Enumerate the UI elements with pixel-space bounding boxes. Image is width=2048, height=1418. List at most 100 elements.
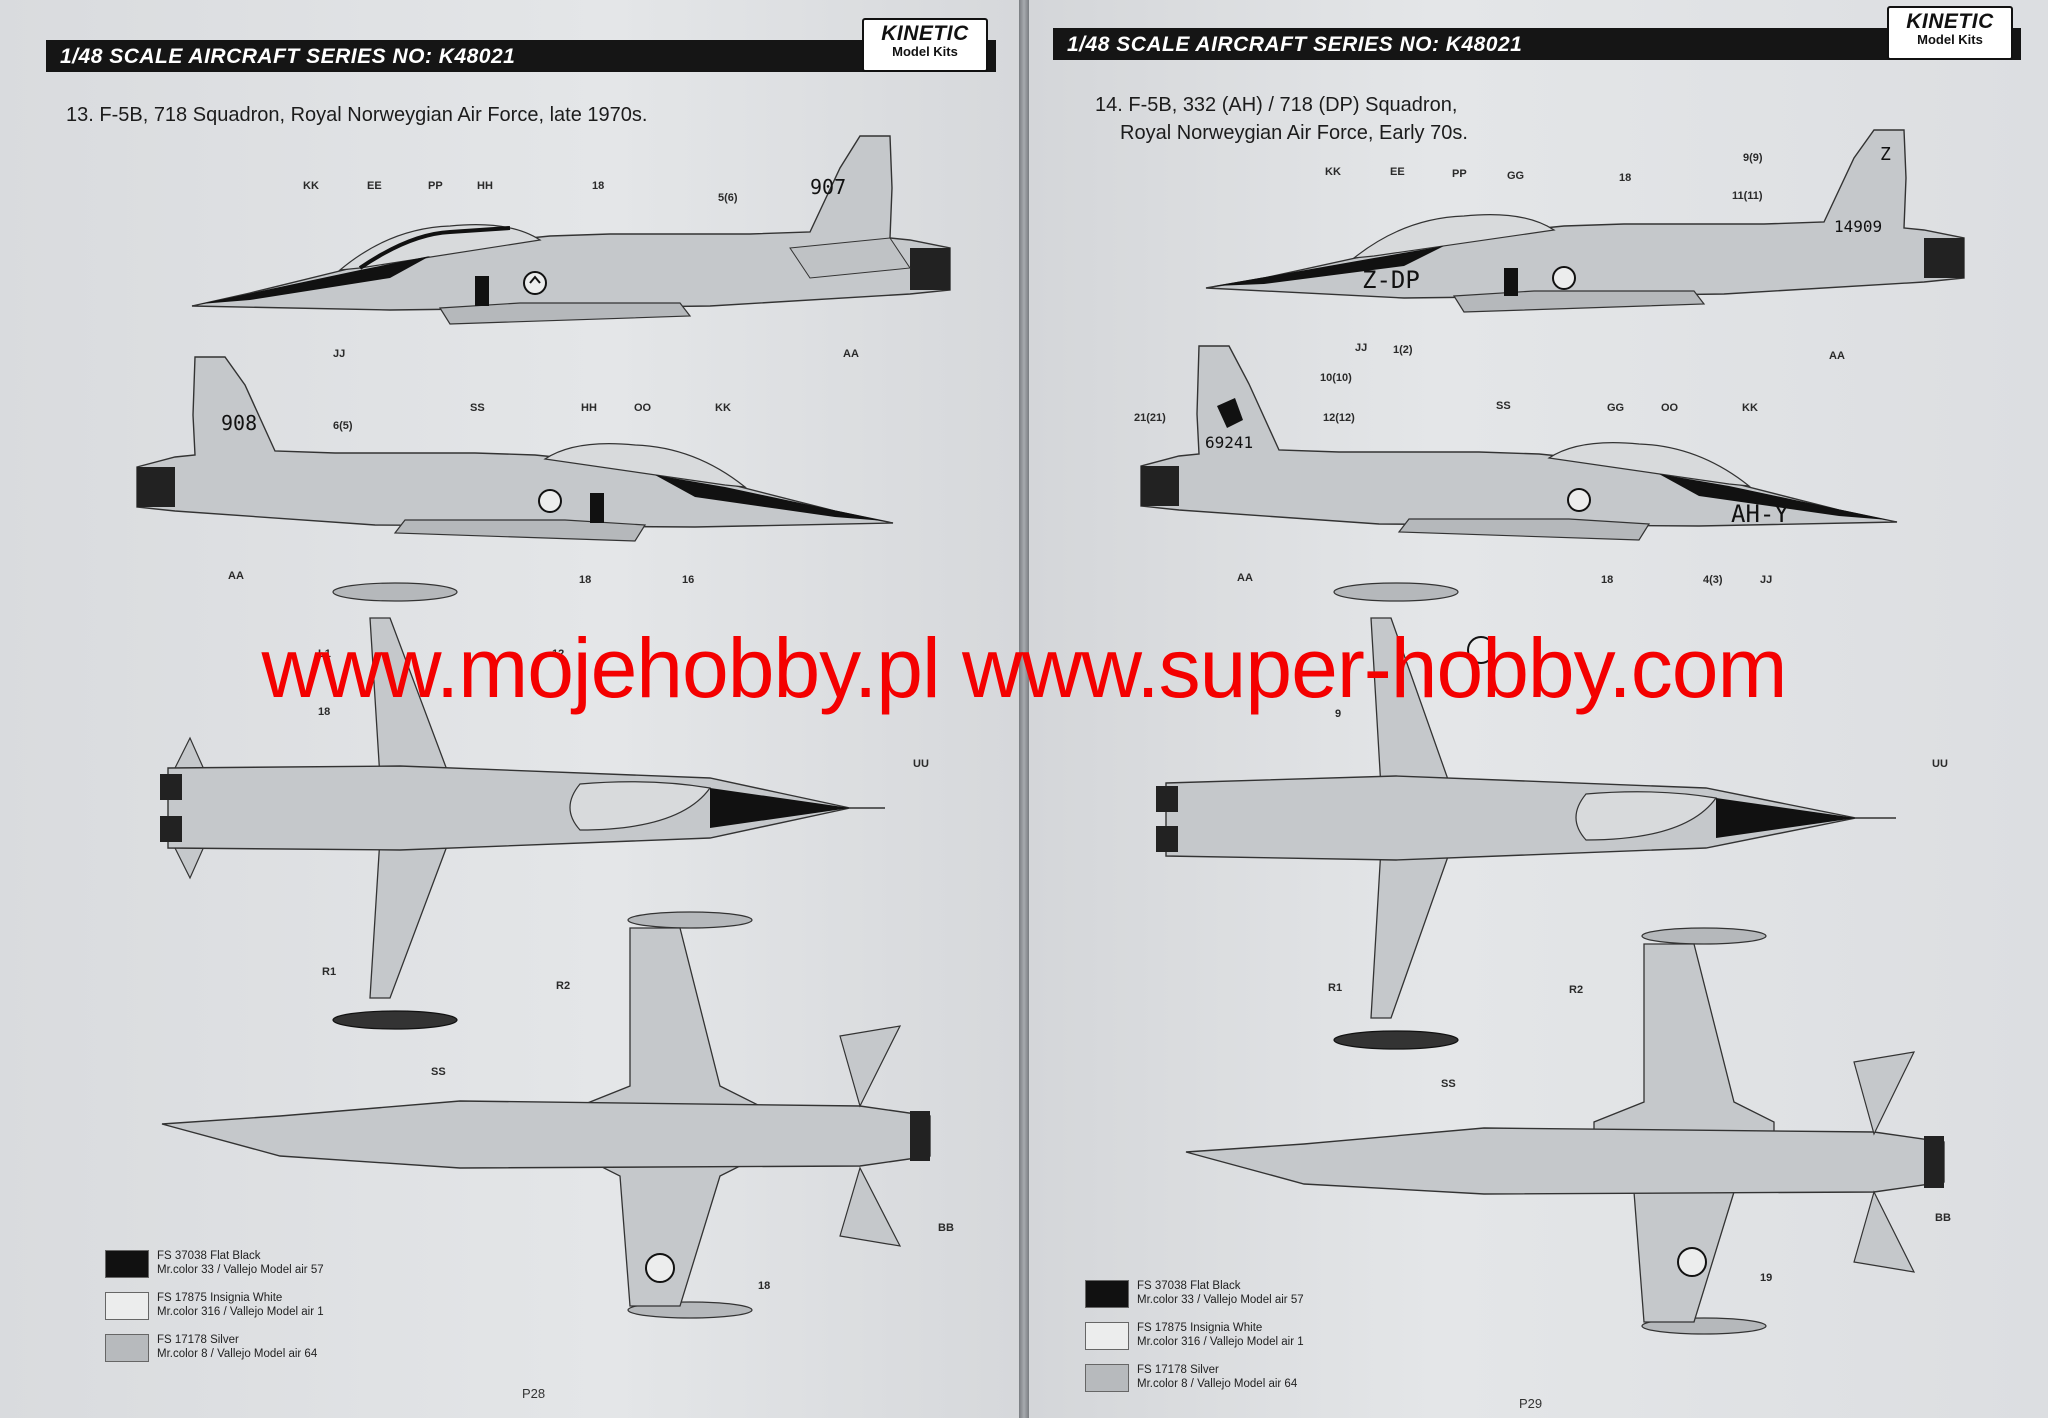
legend-mix: Mr.color 8 / Vallejo Model air 64	[157, 1348, 318, 1360]
legend-code: FS 17875 Insignia White	[157, 1292, 283, 1304]
swatch-insignia-white	[1085, 1322, 1129, 1350]
swatch-silver	[105, 1334, 149, 1362]
callout-ss: SS	[1496, 400, 1511, 412]
callout-9: 9	[1335, 708, 1342, 720]
tail-number-907: 907	[810, 175, 846, 199]
callout-16: 16	[682, 574, 695, 586]
legend-row-white: FS 17875 Insignia White Mr.color 316 / V…	[1085, 1322, 1405, 1358]
swatch-insignia-white	[105, 1292, 149, 1320]
callout-10-10: 10(10)	[1320, 372, 1352, 384]
logo-text: KINETIC	[1906, 10, 1994, 33]
callout-bb: BB	[1935, 1212, 1951, 1224]
tail-number-14909: 14909	[1834, 217, 1882, 236]
callout-jj: JJ	[333, 348, 346, 360]
callout-ee: EE	[367, 180, 382, 192]
callout-kk: KK	[1325, 166, 1341, 178]
watermark-text: www.mojehobby.pl www.super-hobby.com	[261, 621, 1788, 715]
callout-12-12: 12(12)	[1323, 412, 1355, 424]
swatch-silver	[1085, 1364, 1129, 1392]
swatch-flat-black	[105, 1250, 149, 1278]
top-view	[160, 582, 885, 1030]
legend-code: FS 17178 Silver	[1137, 1364, 1219, 1376]
callout-ss-2: SS	[1441, 1078, 1456, 1090]
page-number: P28	[522, 1386, 546, 1401]
scheme-title-line1: 14. F-5B, 332 (AH) / 718 (DP) Squadron,	[1095, 94, 1458, 116]
callout-18: 18	[1619, 172, 1632, 184]
callout-aa: AA	[1829, 350, 1845, 362]
callout-pp: PP	[428, 180, 443, 192]
tail-number-908: 908	[221, 411, 257, 435]
callout-aa-2: AA	[228, 570, 244, 582]
callout-l1: L1	[318, 648, 331, 660]
series-title: 1/48 SCALE AIRCRAFT SERIES NO: K48021	[60, 45, 516, 68]
kinetic-logo: KINETIC Model Kits	[862, 18, 988, 72]
legend-code: FS 17178 Silver	[157, 1334, 239, 1346]
callout-ee: EE	[1390, 166, 1405, 178]
legend-mix: Mr.color 33 / Vallejo Model air 57	[1137, 1294, 1304, 1306]
callout-18-4: 18	[758, 1280, 771, 1292]
callout-kk-2: KK	[715, 402, 731, 414]
callout-hh: HH	[477, 180, 493, 192]
logo-text: KINETIC	[881, 22, 969, 45]
callout-uu: UU	[1932, 758, 1948, 770]
callout-19: 19	[1760, 1272, 1773, 1284]
callout-r1: R1	[322, 966, 337, 978]
callout-ss: SS	[470, 402, 485, 414]
kinetic-logo: KINETIC Model Kits	[1887, 6, 2013, 60]
callout-kk: KK	[303, 180, 319, 192]
callout-r2: R2	[556, 980, 571, 992]
bottom-view	[1185, 927, 1945, 1335]
legend-code: FS 37038 Flat Black	[1137, 1280, 1241, 1292]
callout-uu: UU	[913, 758, 929, 770]
callout-21-21: 21(21)	[1134, 412, 1166, 424]
fuselage-code-ah-y: AH-Y	[1731, 500, 1789, 528]
callout-jj: JJ	[1355, 342, 1368, 354]
swatch-flat-black	[1085, 1280, 1129, 1308]
page-number: P29	[1519, 1396, 1543, 1411]
legend-mix: Mr.color 316 / Vallejo Model air 1	[1137, 1336, 1304, 1348]
callout-oo: OO	[1661, 402, 1679, 414]
callout-18-2: 18	[579, 574, 592, 586]
callout-ss-2: SS	[431, 1066, 446, 1078]
legend-row-black: FS 37038 Flat Black Mr.color 33 / Vallej…	[105, 1250, 425, 1286]
callout-bb: BB	[938, 1222, 954, 1234]
legend-row-silver: FS 17178 Silver Mr.color 8 / Vallejo Mod…	[1085, 1364, 1405, 1400]
legend-row-silver: FS 17178 Silver Mr.color 8 / Vallejo Mod…	[105, 1334, 425, 1370]
callout-9-9: 9(9)	[1743, 152, 1763, 164]
header-bar: 1/48 SCALE AIRCRAFT SERIES NO: K48021 KI…	[1053, 6, 2021, 60]
callout-pp: PP	[1452, 168, 1467, 180]
side-view-left-facing: 907	[191, 135, 951, 325]
top-view	[1156, 582, 1896, 1050]
scheme-title: 13. F-5B, 718 Squadron, Royal Norweygian…	[66, 104, 648, 126]
side-view-right-facing: 908	[136, 356, 894, 542]
side-view-right-facing: 69241 AH-Y	[1140, 345, 1898, 541]
tail-number-69241: 69241	[1205, 433, 1253, 452]
legend-code: FS 17875 Insignia White	[1137, 1322, 1263, 1334]
callout-r1: R1	[1328, 982, 1343, 994]
legend-code: FS 37038 Flat Black	[157, 1250, 261, 1262]
series-title: 1/48 SCALE AIRCRAFT SERIES NO: K48021	[1067, 33, 1523, 56]
callout-4-3: 4(3)	[1703, 574, 1723, 586]
logo-subtext: Model Kits	[1917, 32, 1983, 47]
callout-6-5: 6(5)	[333, 420, 353, 432]
header-bar: 1/48 SCALE AIRCRAFT SERIES NO: K48021 KI…	[46, 18, 996, 72]
callout-kk-2: KK	[1742, 402, 1758, 414]
legend-mix: Mr.color 316 / Vallejo Model air 1	[157, 1306, 324, 1318]
side-view-left-facing: Z-DP 14909 Z	[1205, 129, 1965, 313]
callout-gg-2: GG	[1607, 402, 1625, 414]
callout-1-2: 1(2)	[1393, 344, 1413, 356]
right-page: 1/48 SCALE AIRCRAFT SERIES NO: K48021 KI…	[1029, 0, 2048, 1418]
callout-11-11: 11(11)	[1732, 190, 1763, 202]
callout-18-3: 18	[318, 706, 331, 718]
callout-18: 18	[592, 180, 605, 192]
callout-gg: GG	[1507, 170, 1525, 182]
page-fold	[1019, 0, 1029, 1418]
callout-jj-2: JJ	[1760, 574, 1773, 586]
callout-18-2: 18	[1601, 574, 1614, 586]
callout-oo: OO	[634, 402, 652, 414]
scheme-title-line2: Royal Norweygian Air Force, Early 70s.	[1120, 122, 1468, 144]
legend-mix: Mr.color 8 / Vallejo Model air 64	[1137, 1378, 1298, 1390]
callout-12: 12	[552, 648, 565, 660]
fuselage-code-z-dp: Z-DP	[1362, 266, 1420, 294]
bottom-view	[161, 911, 931, 1319]
